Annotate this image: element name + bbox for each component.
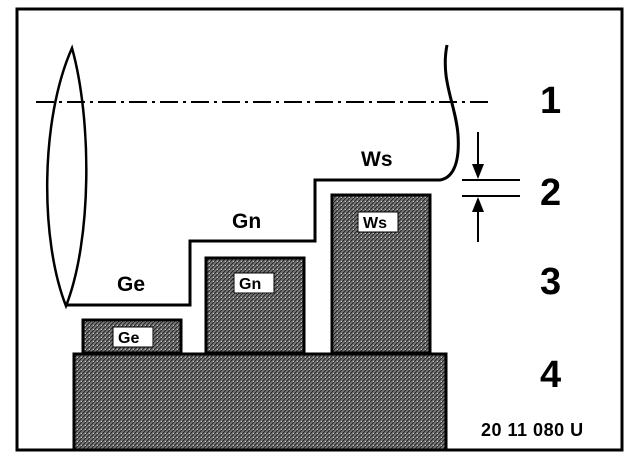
label-ge-outer: Ge bbox=[117, 273, 145, 296]
callout-3: 3 bbox=[540, 261, 562, 303]
label-gn-outer: Gn bbox=[232, 210, 261, 233]
dim-arrow-down-head bbox=[472, 164, 484, 179]
base-block bbox=[72, 352, 448, 452]
label-ws-outer: Ws bbox=[361, 148, 393, 171]
block-ws-label-bg bbox=[357, 211, 399, 233]
block-gn-label-bg bbox=[233, 272, 275, 294]
label-gn-block: Gn bbox=[239, 276, 261, 293]
label-ws-block: Ws bbox=[363, 215, 387, 232]
shaft-step-profile bbox=[66, 44, 460, 307]
dim-arrow-up-head bbox=[472, 197, 484, 212]
block-gn bbox=[204, 256, 306, 355]
callout-4: 4 bbox=[540, 354, 562, 396]
block-ge-label-bg bbox=[112, 326, 154, 348]
callout-2: 2 bbox=[540, 172, 562, 214]
block-ws bbox=[330, 193, 432, 355]
label-ge-block: Ge bbox=[118, 330, 139, 347]
figure-reference: 20 11 080 U bbox=[481, 420, 584, 440]
shaft-left-contour bbox=[45, 44, 88, 310]
callout-1: 1 bbox=[540, 80, 562, 122]
